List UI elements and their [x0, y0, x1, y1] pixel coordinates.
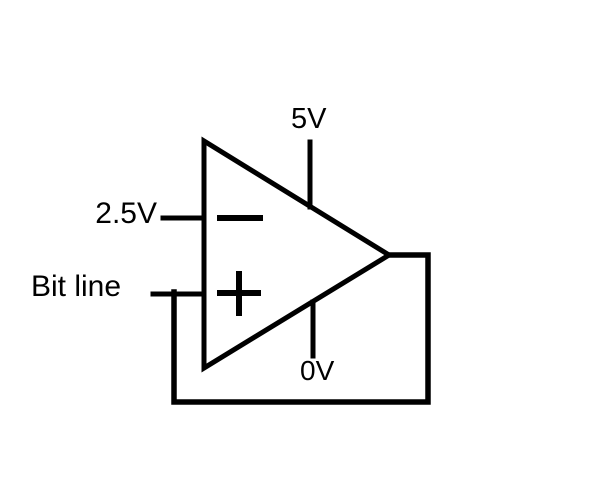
negative-supply-label: 0V: [300, 355, 335, 386]
plus-input-symbol: [217, 271, 261, 316]
bit-line-label: Bit line: [31, 270, 122, 303]
circuit-strokes: [150, 136, 431, 405]
op-amp-triangle: [201, 136, 394, 373]
positive-supply-label: 5V: [291, 103, 327, 135]
inverting-input-label: 2.5V: [95, 197, 157, 230]
output-feedback-wire: [171, 252, 431, 405]
